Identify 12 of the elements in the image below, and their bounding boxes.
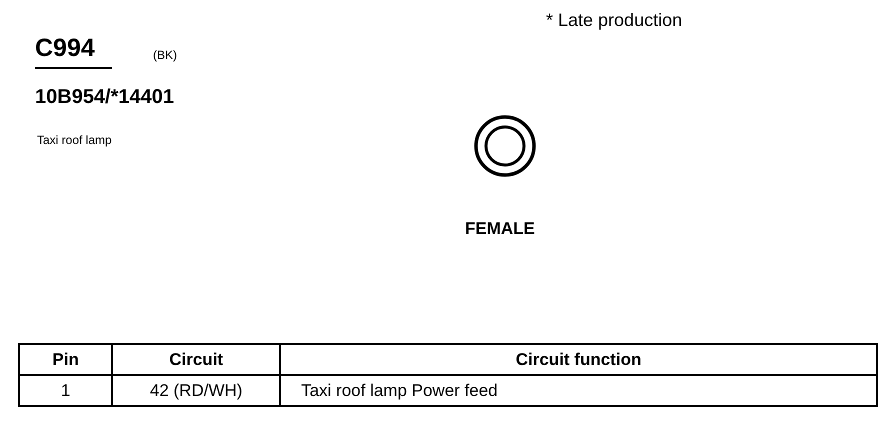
column-header: Pin (19, 344, 112, 375)
part-number: 10B954/*14401 (35, 86, 174, 109)
color-code: (BK) (153, 48, 177, 62)
footnote: * Late production (546, 10, 682, 31)
table-cell: Taxi roof lamp Power feed (280, 375, 877, 406)
connector-title: C994 (35, 34, 112, 69)
connector-gender-label: FEMALE (465, 219, 535, 239)
connector-description: Taxi roof lamp (37, 133, 112, 147)
column-header: Circuit function (280, 344, 877, 375)
table-cell: 1 (19, 375, 112, 406)
table-cell: 42 (RD/WH) (112, 375, 280, 406)
column-header: Circuit (112, 344, 280, 375)
